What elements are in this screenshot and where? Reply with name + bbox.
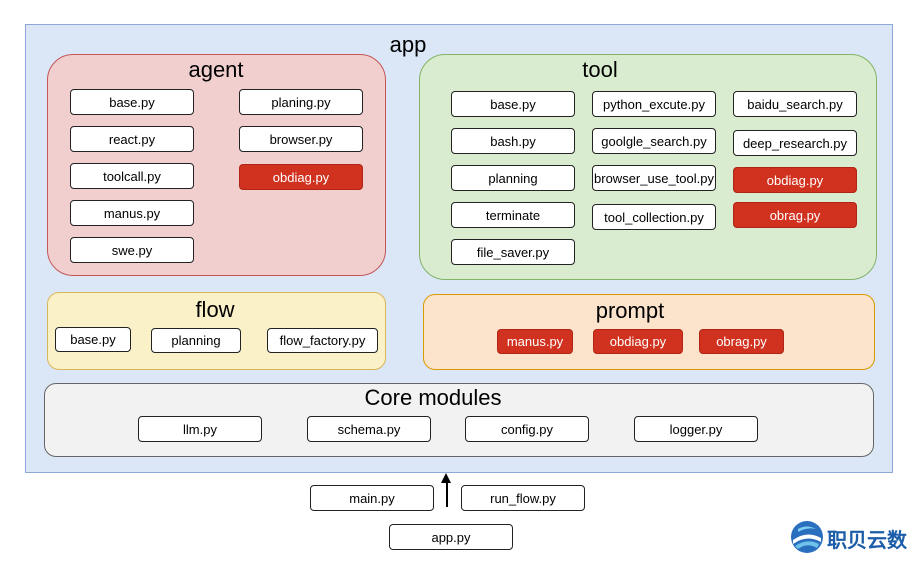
prompt-title: prompt: [595, 298, 665, 323]
agent-file-swe[interactable]: swe.py: [70, 237, 194, 263]
tool-file-obrag[interactable]: obrag.py: [733, 202, 857, 228]
agent-file-obdiag[interactable]: obdiag.py: [239, 164, 363, 190]
tool-file-file-saver[interactable]: file_saver.py: [451, 239, 575, 265]
entry-file-main[interactable]: main.py: [310, 485, 434, 511]
core-file-logger[interactable]: logger.py: [634, 416, 758, 442]
agent-file-browser[interactable]: browser.py: [239, 126, 363, 152]
agent-file-manus[interactable]: manus.py: [70, 200, 194, 226]
flow-title: flow: [195, 297, 235, 322]
flow-file-planning[interactable]: planning: [151, 328, 241, 353]
logo-globe-icon: [791, 521, 823, 553]
flow-file-base[interactable]: base.py: [55, 327, 131, 352]
agent-file-planing[interactable]: planing.py: [239, 89, 363, 115]
core-modules-title: Core modules: [364, 385, 502, 410]
prompt-file-manus[interactable]: manus.py: [497, 329, 573, 354]
agent-title: agent: [188, 57, 244, 82]
tool-file-bash[interactable]: bash.py: [451, 128, 575, 154]
agent-file-toolcall[interactable]: toolcall.py: [70, 163, 194, 189]
flow-file-flow-factory[interactable]: flow_factory.py: [267, 328, 378, 353]
entry-file-app[interactable]: app.py: [389, 524, 513, 550]
prompt-file-obrag[interactable]: obrag.py: [699, 329, 784, 354]
tool-file-browser-use-tool[interactable]: browser_use_tool.py: [592, 165, 716, 191]
tool-title: tool: [582, 57, 618, 82]
logo-text: 职贝云数: [827, 528, 907, 552]
tool-file-terminate[interactable]: terminate: [451, 202, 575, 228]
tool-file-deep-research[interactable]: deep_research.py: [733, 130, 857, 156]
entry-file-run-flow[interactable]: run_flow.py: [461, 485, 585, 511]
core-file-llm[interactable]: llm.py: [138, 416, 262, 442]
tool-file-obdiag[interactable]: obdiag.py: [733, 167, 857, 193]
tool-file-python-excute[interactable]: python_excute.py: [592, 91, 716, 117]
core-file-config[interactable]: config.py: [465, 416, 589, 442]
tool-file-planning[interactable]: planning: [451, 165, 575, 191]
arrow-up-icon: [441, 473, 451, 483]
tool-file-base[interactable]: base.py: [451, 91, 575, 117]
tool-file-baidu-search[interactable]: baidu_search.py: [733, 91, 857, 117]
agent-file-base[interactable]: base.py: [70, 89, 194, 115]
arrow-line: [446, 481, 448, 507]
core-file-schema[interactable]: schema.py: [307, 416, 431, 442]
agent-file-react[interactable]: react.py: [70, 126, 194, 152]
prompt-file-obdiag[interactable]: obdiag.py: [593, 329, 683, 354]
app-title: app: [389, 32, 427, 57]
tool-file-tool-collection[interactable]: tool_collection.py: [592, 204, 716, 230]
tool-file-goolgle-search[interactable]: goolgle_search.py: [592, 128, 716, 154]
